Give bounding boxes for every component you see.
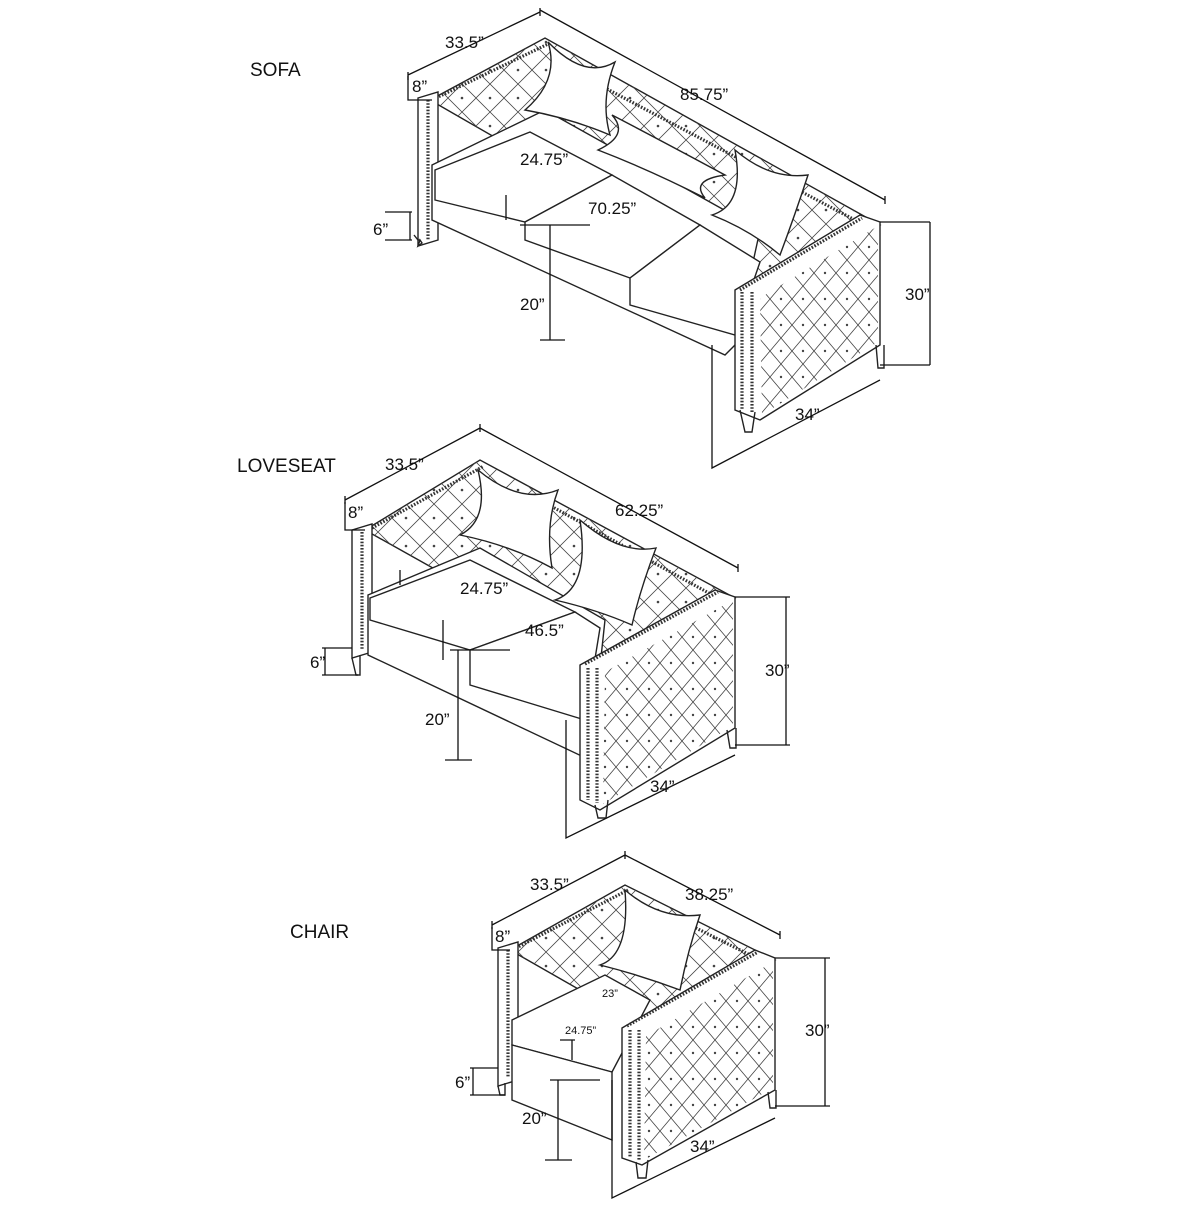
sofa-dim-back-depth-top: 33.5” [445,33,484,52]
loveseat-dim-height: 30” [765,661,790,680]
loveseat-pillow-2 [552,518,658,626]
chair-dim-back-depth-top: 33.5” [530,875,569,894]
sofa-pillow-3 [709,148,810,257]
chair-dim-seat-height: 20” [522,1109,547,1128]
loveseat-dim-length: 62.25” [615,501,664,520]
sofa-dim-depth: 34” [795,405,820,424]
chair-title: CHAIR [290,922,349,943]
loveseat-dim-seat-width: 46.5” [525,621,564,640]
loveseat-pillow-1 [457,468,560,570]
loveseat-dim-arm-width: 8” [348,503,363,522]
loveseat-group: LOVESEAT 33.5 [237,424,790,840]
sofa-dim-leg: 6” [373,220,388,239]
sofa-dim-length: 85.75” [680,85,729,104]
chair-dim-depth: 34” [690,1137,715,1156]
sofa-group: SOFA [250,8,931,470]
chair-dim-length: 38.25” [685,885,734,904]
chair-dim-height: 30” [805,1021,830,1040]
chair-dim-seat-depth: 24.75” [565,1025,597,1037]
loveseat-dim-seat-depth: 24.75” [460,579,509,598]
chair-dim-seat-width: 23” [602,988,618,1000]
sofa-dim-height: 30” [905,285,930,304]
loveseat-dim-seat-height: 20” [425,710,450,729]
chair-group: CHAIR 33.5” 38.25” 8” [290,851,830,1200]
loveseat-dim-leg: 6” [310,653,325,672]
sofa-dim-seat-depth: 24.75” [520,150,569,169]
sofa-title: SOFA [250,60,301,81]
chair-pillow [597,888,702,991]
sofa-pillow-2 [596,114,728,199]
sofa-pillow-1 [523,41,617,137]
loveseat-title: LOVESEAT [237,456,336,477]
loveseat-dim-back-depth-top: 33.5” [385,455,424,474]
loveseat-dim-depth: 34” [650,777,675,796]
sofa-dim-seat-height: 20” [520,295,545,314]
chair-dim-leg: 6” [455,1073,470,1092]
sofa-dim-seat-width: 70.25” [588,199,637,218]
sofa-dim-arm-width: 8” [412,77,427,96]
chair-dim-arm-width: 8” [495,927,510,946]
